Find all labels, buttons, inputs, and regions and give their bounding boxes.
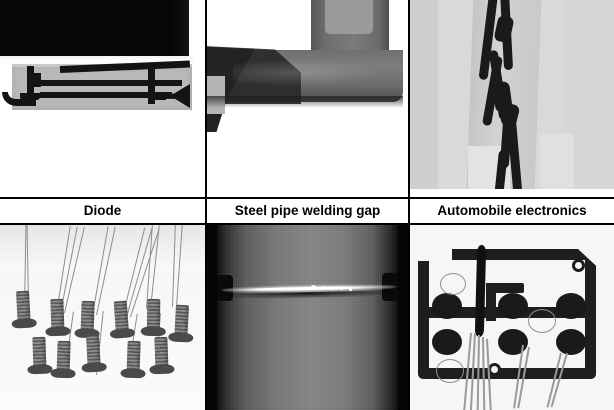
pcb-solder-pad [556, 293, 586, 319]
welded-joint-highlight [233, 60, 383, 86]
components-background-haze [0, 225, 205, 271]
welded-joint-vertical-inner-window [325, 0, 373, 34]
component-head [149, 364, 175, 375]
grid-rule-horizontal-bottom [0, 223, 614, 225]
panel-top-right-twisted-cable-xray [410, 0, 614, 197]
diode-component [74, 300, 100, 340]
diode-component [168, 304, 194, 344]
diode-component [149, 336, 175, 376]
pipe-body [217, 225, 398, 410]
pipe-film-grain [217, 225, 398, 410]
cable-support-block-right [540, 134, 574, 197]
grid-rule-vertical-right [408, 0, 410, 410]
pcb-solder-pad [432, 293, 462, 319]
welded-joint-left-pad [207, 76, 225, 114]
diode-component [81, 334, 107, 374]
pcb-circle-outline [528, 309, 556, 333]
weld-porosity-defect [340, 287, 343, 290]
panel-bottom-right-automobile-electronics-xray [410, 225, 614, 410]
diode-components-xray-image [0, 225, 205, 410]
diode-lead-left-riser [27, 66, 34, 98]
diode-component [27, 336, 53, 376]
panel-top-left-diode-xray [0, 0, 205, 197]
diode-xray-image [0, 0, 205, 197]
panel-bottom-left-diode-components-xray [0, 225, 205, 410]
diode-lead-left-riser-inner [34, 73, 41, 87]
welded-joint-xray-image [207, 0, 408, 197]
diode-lead-hook [2, 92, 36, 106]
component-threaded-body [80, 300, 95, 332]
diode-component [140, 298, 166, 337]
cable-backing-left [410, 0, 438, 197]
cable-bottom-margin [410, 189, 614, 197]
pcb-circle-outline [440, 273, 466, 295]
weld-porosity-defect [349, 288, 352, 291]
caption-diode: Diode [83, 203, 122, 218]
pcb-circle-outline [436, 359, 464, 383]
pcb-solder-pad [498, 293, 528, 319]
welded-joint-lower-edge-shadow [207, 96, 403, 108]
panel-bottom-middle-steel-pipe-xray [207, 225, 408, 410]
pcb-solder-pad [556, 329, 586, 355]
twisted-cable-xray-image [410, 0, 614, 197]
grid-rule-vertical-left [205, 0, 207, 410]
diode-lead-hook-tail [20, 93, 40, 100]
weld-porosity-defect [311, 285, 316, 290]
component-head [45, 326, 71, 337]
pcb-mounting-hole [572, 259, 585, 272]
grid-rule-horizontal-top [0, 197, 614, 199]
component-threaded-body [154, 336, 169, 368]
pcb-mounting-hole [488, 363, 501, 376]
diode-component [50, 340, 76, 380]
diode-lead-lower [40, 92, 172, 98]
component-head [120, 368, 146, 379]
steel-pipe-xray-image [207, 225, 408, 410]
component-head [168, 332, 194, 343]
component-threaded-body [86, 334, 101, 366]
panel-top-middle-welded-joint-xray [207, 0, 408, 197]
pcb-elbow-trace-horizontal [486, 283, 524, 293]
component-threaded-body [50, 298, 65, 330]
diode-component [120, 340, 146, 380]
diode-terminal-stem [152, 94, 166, 100]
diode-component [11, 290, 37, 330]
weld-porosity-defect [331, 287, 334, 290]
diode-lead-right-riser [148, 66, 155, 104]
component-threaded-body [32, 336, 47, 368]
component-threaded-body [126, 340, 141, 372]
pcb-solder-pad [432, 329, 462, 355]
pcb-elbow-trace-vertical [486, 283, 496, 321]
component-threaded-body [174, 304, 189, 336]
weld-porosity-defect [323, 286, 326, 289]
pcb-frame-corner-cut [418, 249, 452, 261]
diode-component [109, 300, 136, 340]
component-head [50, 368, 76, 379]
component-threaded-body [56, 340, 71, 372]
diode-lead-upper [40, 80, 182, 86]
caption-steel-pipe-welding-gap: Steel pipe welding gap [234, 203, 381, 218]
component-threaded-body [146, 298, 161, 330]
component-threaded-body [113, 300, 129, 332]
component-head [140, 326, 166, 337]
caption-automobile-electronics: Automobile electronics [437, 203, 587, 218]
diode-component [45, 298, 71, 338]
automobile-electronics-xray-image [410, 225, 614, 410]
diode-body-dark-region [0, 0, 189, 56]
component-head [27, 364, 53, 375]
pcb-solder-pad [498, 329, 528, 355]
diode-separation-strip [0, 56, 193, 64]
component-threaded-body [16, 290, 31, 322]
